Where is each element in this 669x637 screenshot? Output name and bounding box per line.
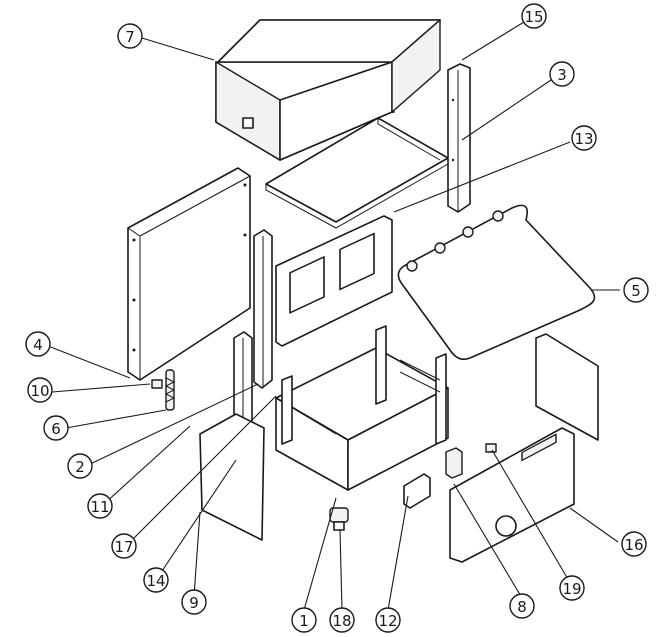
callout-label: 1	[299, 612, 309, 630]
callout-13: 13	[571, 125, 597, 151]
callout-6: 6	[43, 415, 69, 441]
part-foot	[329, 507, 349, 531]
part-spring	[164, 369, 176, 411]
callout-16: 16	[621, 531, 647, 557]
callout-3: 3	[549, 61, 575, 87]
callout-label: 14	[146, 572, 165, 590]
part-latch	[485, 443, 497, 453]
callout-12: 12	[375, 607, 401, 633]
callout-ring	[623, 277, 649, 303]
callout-1: 1	[291, 607, 317, 633]
callout-17: 17	[111, 533, 137, 559]
callout-label: 13	[574, 130, 593, 148]
callout-label: 8	[517, 598, 527, 616]
callout-label: 6	[51, 420, 61, 438]
callout-label: 9	[189, 594, 199, 612]
callout-ring	[375, 607, 401, 633]
callout-14: 14	[143, 567, 169, 593]
callout-ring	[559, 575, 585, 601]
callout-ring	[117, 23, 143, 49]
callout-label: 12	[378, 612, 397, 630]
callout-4: 4	[25, 331, 51, 357]
callout-label: 7	[125, 28, 135, 46]
callout-15: 15	[521, 3, 547, 29]
callout-ring	[621, 531, 647, 557]
part-vertical-post-right	[447, 63, 471, 213]
leader-lines	[47, 21, 620, 611]
callout-label: 2	[75, 458, 85, 476]
callout-label: 15	[524, 8, 543, 26]
part-bracket	[403, 473, 431, 509]
callout-label: 18	[332, 612, 351, 630]
callout-ring	[143, 567, 169, 593]
callout-label: 3	[557, 66, 567, 84]
callout-8: 8	[509, 593, 535, 619]
callout-ring	[87, 493, 113, 519]
callout-5: 5	[623, 277, 649, 303]
part-clip	[151, 379, 163, 389]
callout-ring	[521, 3, 547, 29]
callout-19: 19	[559, 575, 585, 601]
callout-label: 19	[562, 580, 581, 598]
callout-label: 5	[631, 282, 641, 300]
callout-ring	[111, 533, 137, 559]
part-hinge	[445, 447, 463, 479]
callout-ring	[25, 331, 51, 357]
callout-ring	[509, 593, 535, 619]
callout-label: 10	[30, 382, 49, 400]
callout-11: 11	[87, 493, 113, 519]
callout-10: 10	[27, 377, 53, 403]
callout-ring	[43, 415, 69, 441]
part-lower-side-panel	[199, 413, 265, 541]
part-front-panel	[449, 427, 575, 563]
callout-label: 11	[90, 498, 109, 516]
callout-ring	[291, 607, 317, 633]
callout-ring	[27, 377, 53, 403]
callout-ring	[329, 607, 355, 633]
part-top-housing	[215, 18, 441, 161]
part-back-panel	[535, 333, 599, 441]
callout-9: 9	[181, 589, 207, 615]
part-handle-rail	[397, 204, 596, 361]
knob-icon	[242, 117, 254, 129]
part-door-panel	[275, 215, 393, 347]
callout-label: 16	[624, 536, 643, 554]
callout-ring	[549, 61, 575, 87]
callout-18: 18	[329, 607, 355, 633]
callout-7: 7	[117, 23, 143, 49]
callout-label: 17	[114, 538, 133, 556]
part-frame-post-a	[253, 229, 273, 389]
part-side-panel	[127, 167, 251, 381]
callout-ring	[181, 589, 207, 615]
callout-ring	[67, 453, 93, 479]
part-base-frame	[275, 325, 449, 491]
callout-label: 4	[33, 336, 43, 354]
callout-ring	[571, 125, 597, 151]
callout-2: 2	[67, 453, 93, 479]
